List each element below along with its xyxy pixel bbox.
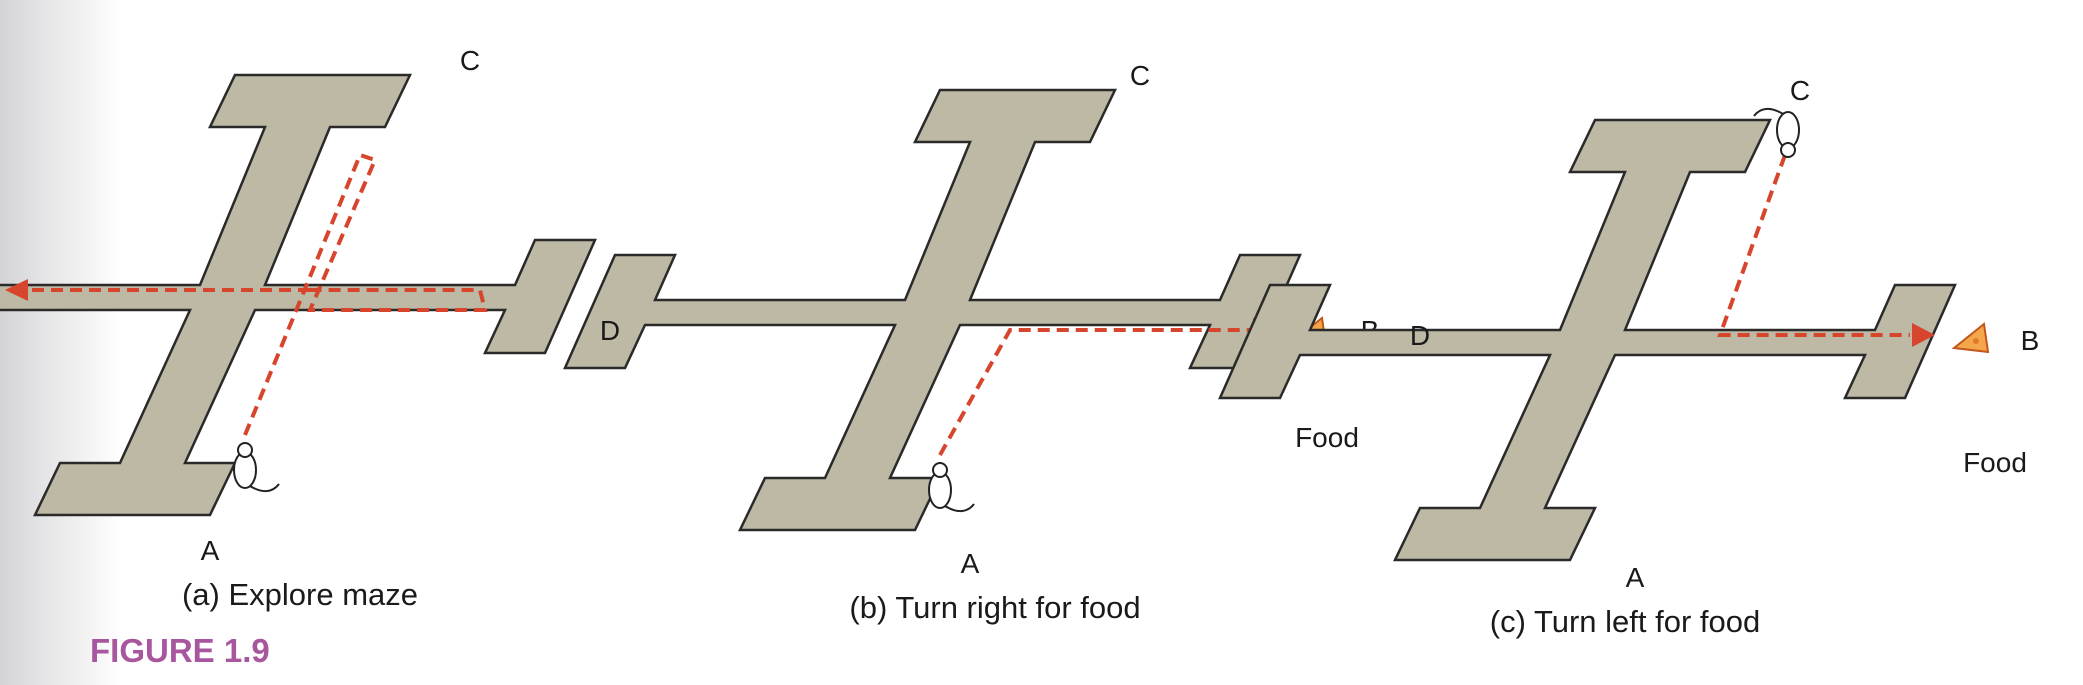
page-edge-shadow [0, 0, 120, 685]
path-c [1717, 154, 1910, 337]
maze-a [0, 73, 597, 517]
rat-icon [928, 462, 975, 513]
figure-label: FIGURE 1.9 [90, 632, 270, 669]
caption-c: (c) Turn left for food [1490, 604, 1761, 639]
caption-a: (a) Explore maze [182, 577, 418, 612]
maze-label-d: D [1410, 320, 1430, 351]
maze-label-c: C [460, 45, 480, 76]
path-a-stem [243, 152, 488, 436]
cheese-icon [1953, 323, 1989, 353]
maze-c [1218, 118, 1957, 562]
panel-c: C D B A Food (c) Turn left for food [1218, 75, 2040, 639]
rat-icon [233, 442, 280, 493]
maze-label-b: B [2021, 325, 2040, 356]
panel-a: C D B A (a) Explore maze [0, 45, 719, 612]
maze-label-c: C [1790, 75, 1810, 106]
path-b [938, 328, 1250, 456]
maze-label-a: A [201, 535, 220, 566]
maze-label-a: A [1626, 562, 1645, 593]
path-c-arrowhead [1912, 323, 1935, 347]
path-a-arrowhead [5, 279, 28, 301]
panel-b: C D B A Food (b) Turn right for food [563, 60, 1379, 625]
food-label: Food [1963, 447, 2027, 478]
maze-label-d: D [600, 315, 620, 346]
caption-b: (b) Turn right for food [849, 590, 1140, 625]
maze-label-a: A [961, 548, 980, 579]
maze-b [563, 88, 1302, 532]
food-label: Food [1295, 422, 1359, 453]
maze-label-c: C [1130, 60, 1150, 91]
